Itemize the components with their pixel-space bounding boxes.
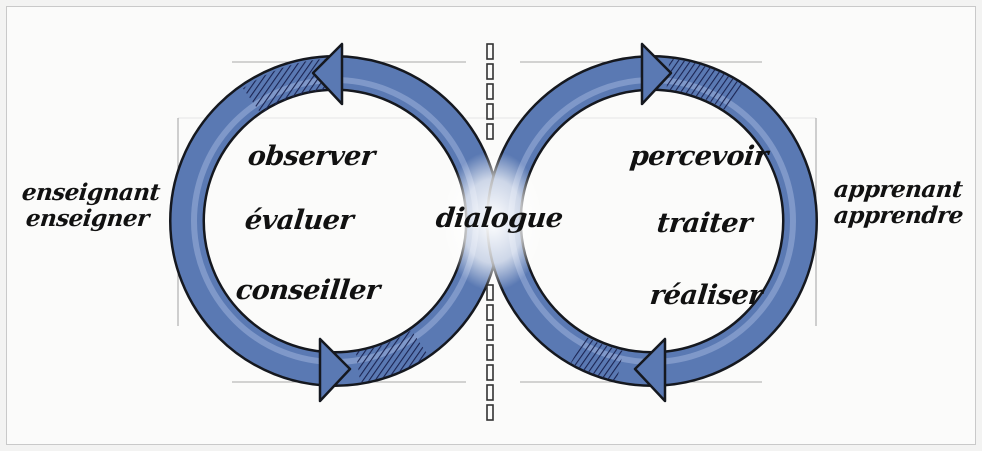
arrowhead-right-top-icon <box>640 42 673 106</box>
left-step-evaluer: évaluer <box>243 205 355 236</box>
center-label-dialogue: dialogue <box>434 203 565 234</box>
left-role-line2: enseigner <box>24 205 151 232</box>
left-step-conseiller: conseiller <box>234 275 382 306</box>
right-step-percevoir: percevoir <box>628 141 770 172</box>
right-step-traiter: traiter <box>655 208 754 239</box>
right-role-line2: apprendre <box>832 202 965 229</box>
center-axis <box>486 43 494 421</box>
cycle-arrowheads <box>311 42 673 403</box>
arrowhead-left-bottom-icon <box>318 337 352 403</box>
right-role-line1: apprenant <box>832 176 964 203</box>
arrowhead-right-bottom-icon <box>633 337 667 403</box>
center-glow <box>441 151 545 291</box>
arrowhead-left-top-icon <box>311 42 344 106</box>
left-step-observer: observer <box>246 141 377 172</box>
right-step-realiser: réaliser <box>648 280 764 311</box>
left-role-line1: enseignant <box>20 179 162 206</box>
